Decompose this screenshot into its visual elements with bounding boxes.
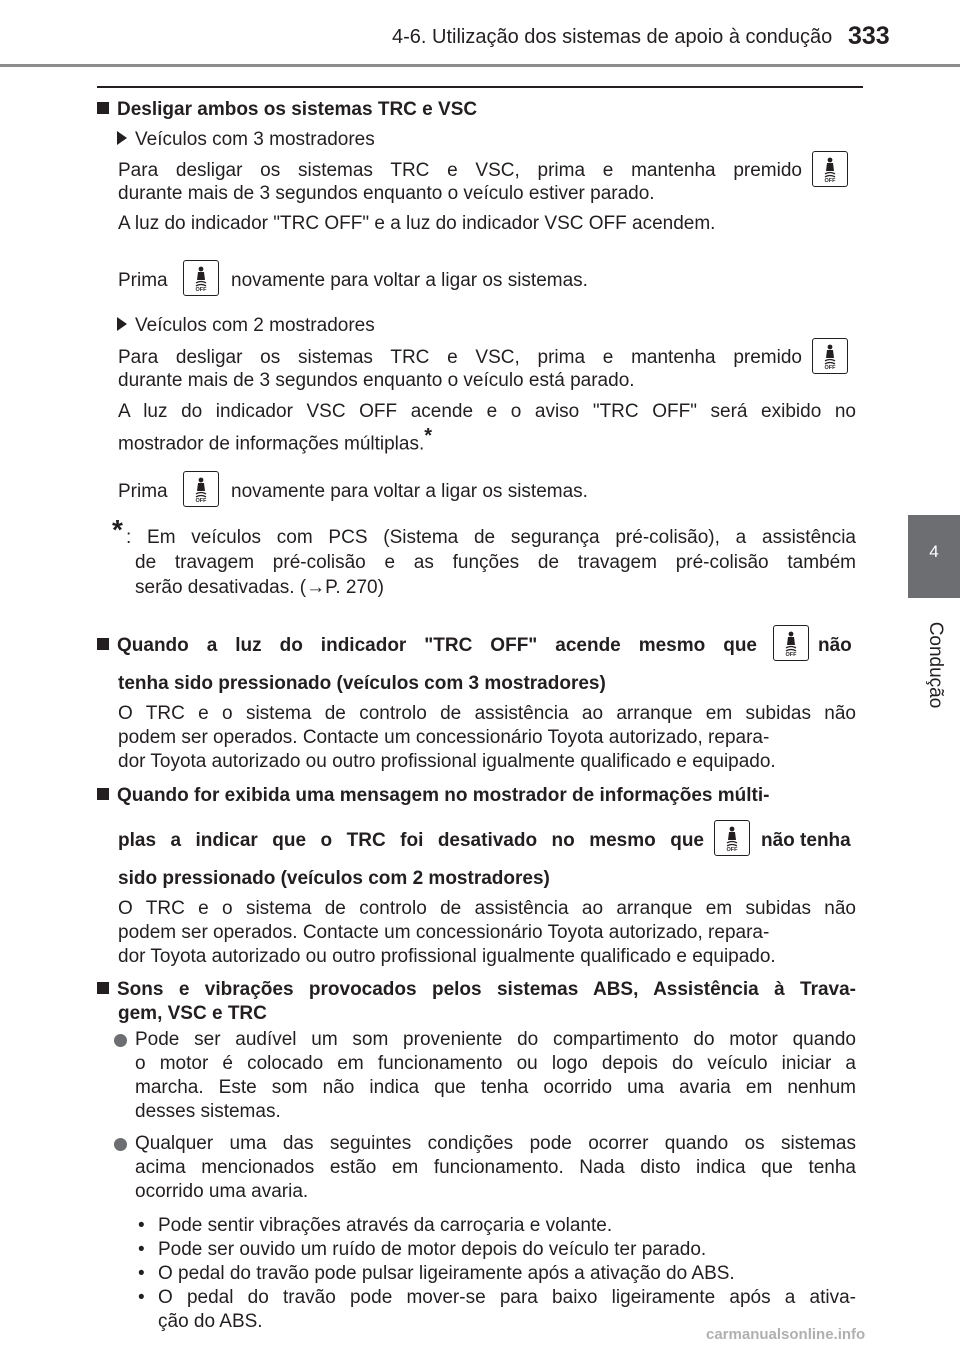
list-item: ção do ABS. <box>158 1311 263 1332</box>
section-heading: gem, VSC e TRC <box>118 1003 267 1024</box>
chapter-label: Condução <box>910 610 960 720</box>
svg-text:OFF: OFF <box>196 498 208 503</box>
paragraph-line: dor Toyota autorizado ou outro profissio… <box>118 946 776 967</box>
triangle-bullet-icon <box>117 317 127 331</box>
paragraph-line: o motor é colocado em funcionamento ou l… <box>135 1053 856 1074</box>
section-heading: Quando for exibida uma mensagem no mostr… <box>97 784 769 808</box>
svg-text:OFF: OFF <box>825 178 837 183</box>
paragraph-line: A luz do indicador VSC OFF acende e o av… <box>118 401 856 422</box>
list-item: O pedal do travão pode pulsar ligeiramen… <box>158 1263 735 1284</box>
section-header: 4-6. Utilização dos sistemas de apoio à … <box>392 26 833 48</box>
paragraph-line: mostrador de informações múltiplas.* <box>118 425 433 455</box>
chapter-label-text: Condução <box>925 621 946 709</box>
triangle-bullet-icon <box>117 131 127 145</box>
paragraph-line: A luz do indicador "TRC OFF" e a luz do … <box>118 213 716 234</box>
list-bullet: • <box>138 1287 145 1308</box>
list-item: Pode ser ouvido um ruído de motor depois… <box>158 1239 707 1260</box>
vsc-off-switch-icon: OFF <box>812 338 848 374</box>
list-bullet: • <box>138 1263 145 1284</box>
list-bullet: • <box>138 1239 145 1260</box>
subheading: Veículos com 3 mostradores <box>117 128 375 152</box>
page-number: 333 <box>848 22 890 50</box>
vsc-off-switch-icon: OFF <box>773 625 809 661</box>
square-bullet-icon <box>97 982 109 994</box>
square-bullet-icon <box>97 102 109 114</box>
section-heading: Desligar ambos os sistemas TRC e VSC <box>97 98 477 122</box>
section-heading: não tenha <box>761 830 851 851</box>
paragraph-line: desses sistemas. <box>135 1101 281 1122</box>
section-heading: não <box>818 635 852 656</box>
svg-text:OFF: OFF <box>825 365 837 370</box>
vsc-off-switch-icon: OFF <box>183 471 219 507</box>
side-margin <box>908 598 960 1362</box>
square-bullet-icon <box>97 638 109 650</box>
chapter-tab[interactable]: 4 <box>908 515 960 598</box>
section-heading: tenha sido pressionado (veículos com 3 m… <box>118 673 606 694</box>
paragraph-line: novamente para voltar a ligar os sistema… <box>231 481 588 502</box>
paragraph-line: durante mais de 3 segundos enquanto o ve… <box>118 370 635 391</box>
watermark: carmanualsonline.info <box>706 1326 866 1343</box>
paragraph-line: podem ser operados. Contacte um concessi… <box>118 922 770 943</box>
vsc-off-switch-icon: OFF <box>812 151 848 187</box>
square-bullet-icon <box>97 788 109 800</box>
chapter-number: 4 <box>929 542 939 561</box>
paragraph-line: Para desligar os sistemas TRC e VSC, pri… <box>118 347 802 368</box>
paragraph-line: Prima <box>118 270 168 291</box>
svg-text:OFF: OFF <box>727 847 739 852</box>
section-heading: Quando a luz do indicador "TRC OFF" acen… <box>97 634 757 658</box>
footnote-line: serão desativadas. (→P. 270) <box>135 577 384 598</box>
footnote-marker: * <box>112 514 123 545</box>
content-top-rule <box>97 86 863 88</box>
paragraph-line: ocorrido uma avaria. <box>135 1181 309 1202</box>
paragraph-line: O TRC e o sistema de controlo de assistê… <box>118 703 856 724</box>
paragraph-line: dor Toyota autorizado ou outro profissio… <box>118 751 776 772</box>
list-bullet: • <box>138 1215 145 1236</box>
section-heading: sido pressionado (veículos com 2 mostrad… <box>118 868 550 889</box>
svg-text:OFF: OFF <box>786 652 798 657</box>
section-heading: Sons e vibrações provocados pelos sistem… <box>97 978 856 1002</box>
paragraph-line: Prima <box>118 481 168 502</box>
paragraph-line: marcha. Este som não indica que tenha oc… <box>135 1077 856 1098</box>
subheading: Veículos com 2 mostradores <box>117 314 375 338</box>
footnote-line: : Em veículos com PCS (Sistema de segura… <box>126 527 856 548</box>
paragraph-line: O TRC e o sistema de controlo de assistê… <box>118 898 856 919</box>
paragraph-line: durante mais de 3 segundos enquanto o ve… <box>118 183 655 204</box>
paragraph-line: Para desligar os sistemas TRC e VSC, pri… <box>118 160 802 181</box>
footnote-line: de travagem pré-colisão e as funções de … <box>135 552 856 573</box>
svg-text:OFF: OFF <box>196 287 208 292</box>
circle-bullet-icon <box>114 1134 127 1158</box>
list-item: Pode sentir vibrações através da carroça… <box>158 1215 613 1236</box>
list-item: O pedal do travão pode mover-se para bai… <box>158 1287 856 1308</box>
paragraph-line: podem ser operados. Contacte um concessi… <box>118 727 770 748</box>
header-rule <box>0 64 960 67</box>
vsc-off-switch-icon: OFF <box>714 820 750 856</box>
paragraph-line: acima mencionados estão em funcionamento… <box>135 1157 856 1178</box>
circle-bullet-icon <box>114 1030 127 1054</box>
vsc-off-switch-icon: OFF <box>183 260 219 296</box>
paragraph-line: Pode ser audível um som proveniente do c… <box>135 1029 856 1050</box>
section-heading: plas a indicar que o TRC foi desativado … <box>118 830 704 851</box>
paragraph-line: novamente para voltar a ligar os sistema… <box>231 270 588 291</box>
paragraph-line: Qualquer uma das seguintes condições pod… <box>135 1133 856 1154</box>
